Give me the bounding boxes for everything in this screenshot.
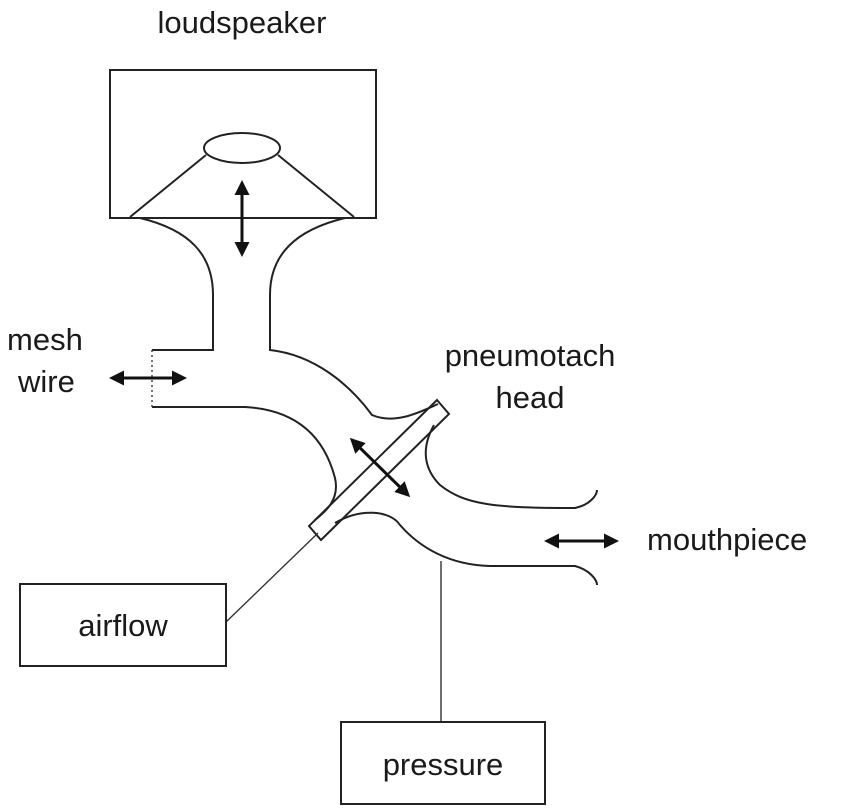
airflow-lead <box>225 532 319 623</box>
airflow-label: airflow <box>78 608 168 643</box>
pressure-box <box>340 721 546 805</box>
loudspeaker-cone-right <box>277 154 355 218</box>
mouthpiece-label: mouthpiece <box>647 522 807 557</box>
tube-downstream-upper-wall <box>424 424 598 510</box>
loudspeaker-label: loudspeaker <box>158 5 327 40</box>
mesh-label-line1: mesh <box>7 322 83 357</box>
pneumotach-head <box>307 398 451 542</box>
pneumotach-label-line1: pneumotach <box>445 338 616 373</box>
loudspeaker-cone-left <box>129 154 207 218</box>
loudspeaker-unit <box>109 69 377 257</box>
pneumotach-arrow <box>349 437 411 498</box>
mesh-label-line2: wire <box>17 364 75 399</box>
pressure-sensor: pressure <box>340 561 546 805</box>
tube-left-wall <box>139 217 214 351</box>
airflow-sensor: airflow <box>19 532 319 667</box>
pneumotach-element <box>307 398 451 542</box>
tube-downstream-lower-wall <box>334 511 598 586</box>
tube-right-wall <box>269 217 439 420</box>
airflow-box <box>19 583 227 667</box>
pneumotach-label-line2: head <box>496 380 565 415</box>
loudspeaker-cone-top <box>203 132 281 164</box>
pressure-label: pressure <box>383 747 504 782</box>
tube-lower-left-wall <box>152 406 337 521</box>
